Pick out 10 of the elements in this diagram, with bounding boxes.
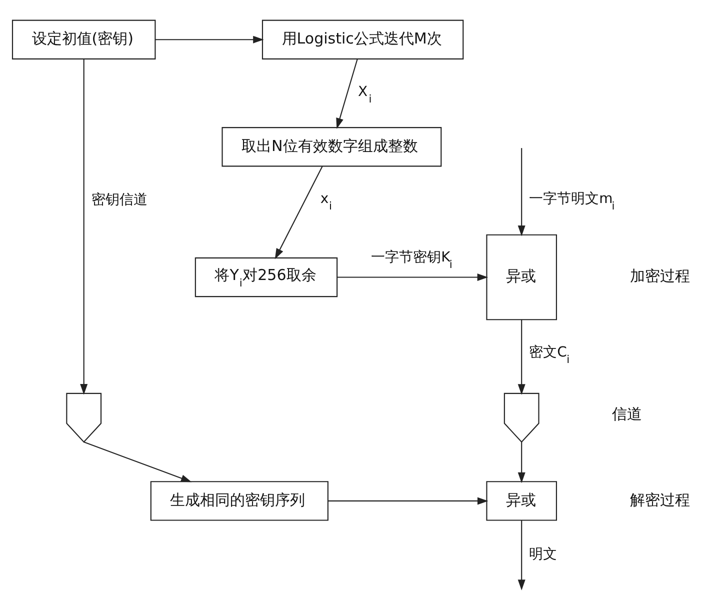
edge-label: 明文 (529, 546, 558, 562)
edge-label: 一字节密钥K$_{i}$ (371, 250, 452, 272)
label: 信道 (612, 405, 642, 424)
edge-label: 一字节明文m$_{i}$ (529, 191, 615, 213)
label: 加密过程 (630, 267, 690, 286)
edge-label: 密文C$_{i}$ (529, 344, 570, 366)
edge-label: x$_{i}$ (320, 191, 332, 213)
label: 解密过程 (630, 490, 690, 509)
edge-label: 密钥信道 (91, 192, 148, 208)
edge-label: X$_{i}$ (358, 84, 372, 106)
